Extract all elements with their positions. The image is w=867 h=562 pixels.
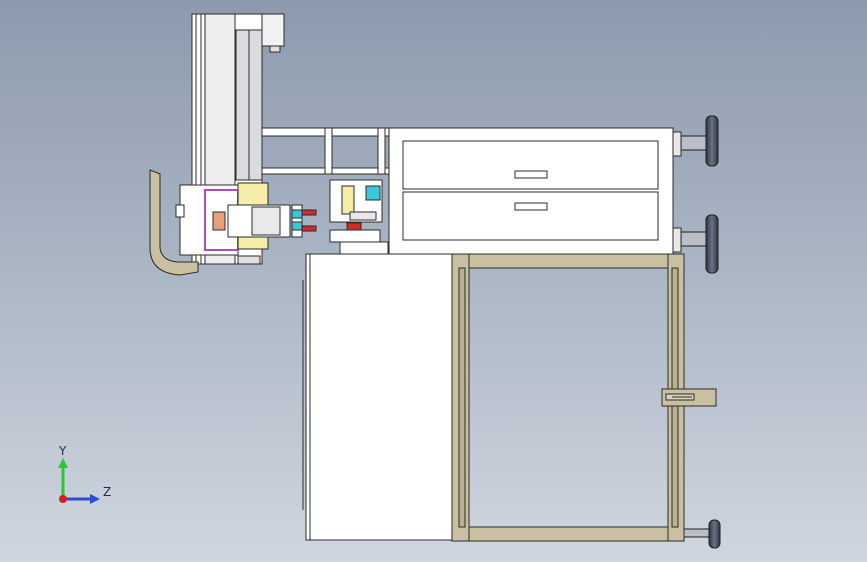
handwheel-bottom [681, 519, 721, 549]
feeder-station [329, 179, 389, 255]
drawer-handle-top [514, 170, 548, 179]
base-frame [451, 253, 685, 542]
upper-bracket [261, 127, 391, 175]
coordinate-triad: Y Z [58, 444, 111, 504]
handwheel-middle [680, 214, 719, 274]
frame-clamp [661, 388, 717, 407]
curved-chute [149, 169, 199, 276]
gripper-carriage [175, 182, 317, 265]
drawer-cabinet [388, 127, 682, 255]
drawer-handle-bottom [514, 202, 548, 211]
triad-y-label: Y [58, 444, 67, 458]
handwheel-top [680, 115, 719, 167]
triad-z-label: Z [103, 485, 111, 499]
side-panel [302, 253, 453, 541]
